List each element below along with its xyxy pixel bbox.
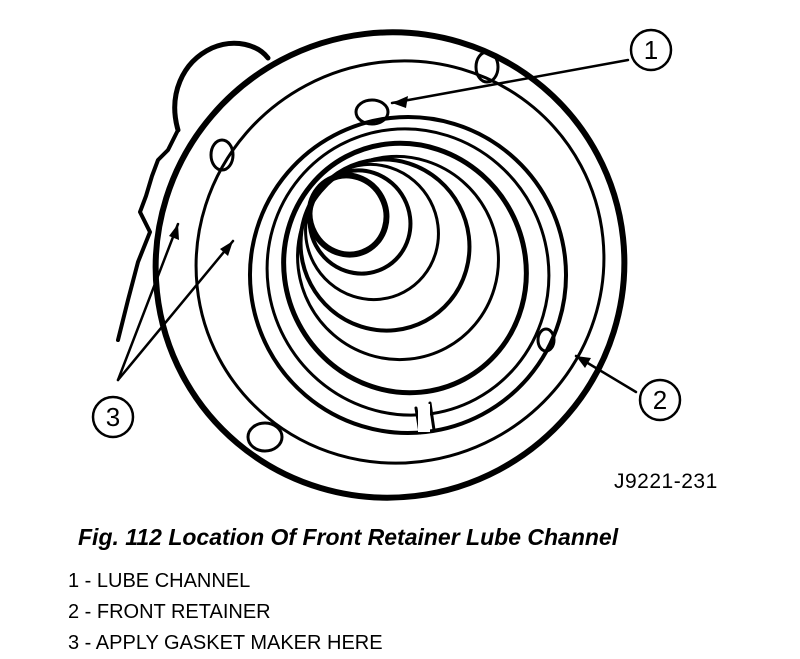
- callout-number-1: 1: [644, 35, 658, 65]
- retainer-boss: [172, 40, 271, 133]
- bolt-hole: [474, 50, 500, 84]
- bolt-hole: [246, 421, 284, 453]
- legend-item-gasket-maker: 3 - APPLY GASKET MAKER HERE: [68, 632, 383, 654]
- figure-reference-code: J9221-231: [614, 470, 718, 493]
- callout-number-2: 2: [653, 385, 667, 415]
- flange-notched-edge: [116, 128, 180, 342]
- lube-channel-hole: [354, 98, 390, 126]
- flange-outer-edge: [152, 29, 628, 501]
- leader-line-3b: [116, 239, 235, 382]
- figure-caption: Fig. 112 Location Of Front Retainer Lube…: [78, 524, 619, 550]
- callout-circle-2: [638, 378, 682, 422]
- legend-item-front-retainer: 2 - FRONT RETAINER: [68, 601, 271, 623]
- leader-line-1: [390, 58, 630, 105]
- bore-ring: [265, 127, 551, 417]
- bore-ring: [306, 172, 390, 258]
- bore-ring: [247, 114, 568, 435]
- leader-line-3a: [116, 222, 180, 382]
- legend-item-lube-channel: 1 - LUBE CHANNEL: [68, 570, 251, 592]
- callout-circle-3: [91, 395, 135, 439]
- callout-circle-1: [629, 28, 673, 72]
- bore-ring: [281, 140, 529, 396]
- bolt-hole: [209, 138, 235, 172]
- callout-number-3: 3: [106, 402, 120, 432]
- flange-inner-rim: [194, 59, 606, 465]
- front-retainer-illustration: 1 2 3: [91, 28, 682, 501]
- callout-legend: 1 - LUBE CHANNEL 2 - FRONT RETAINER 3 - …: [68, 566, 383, 659]
